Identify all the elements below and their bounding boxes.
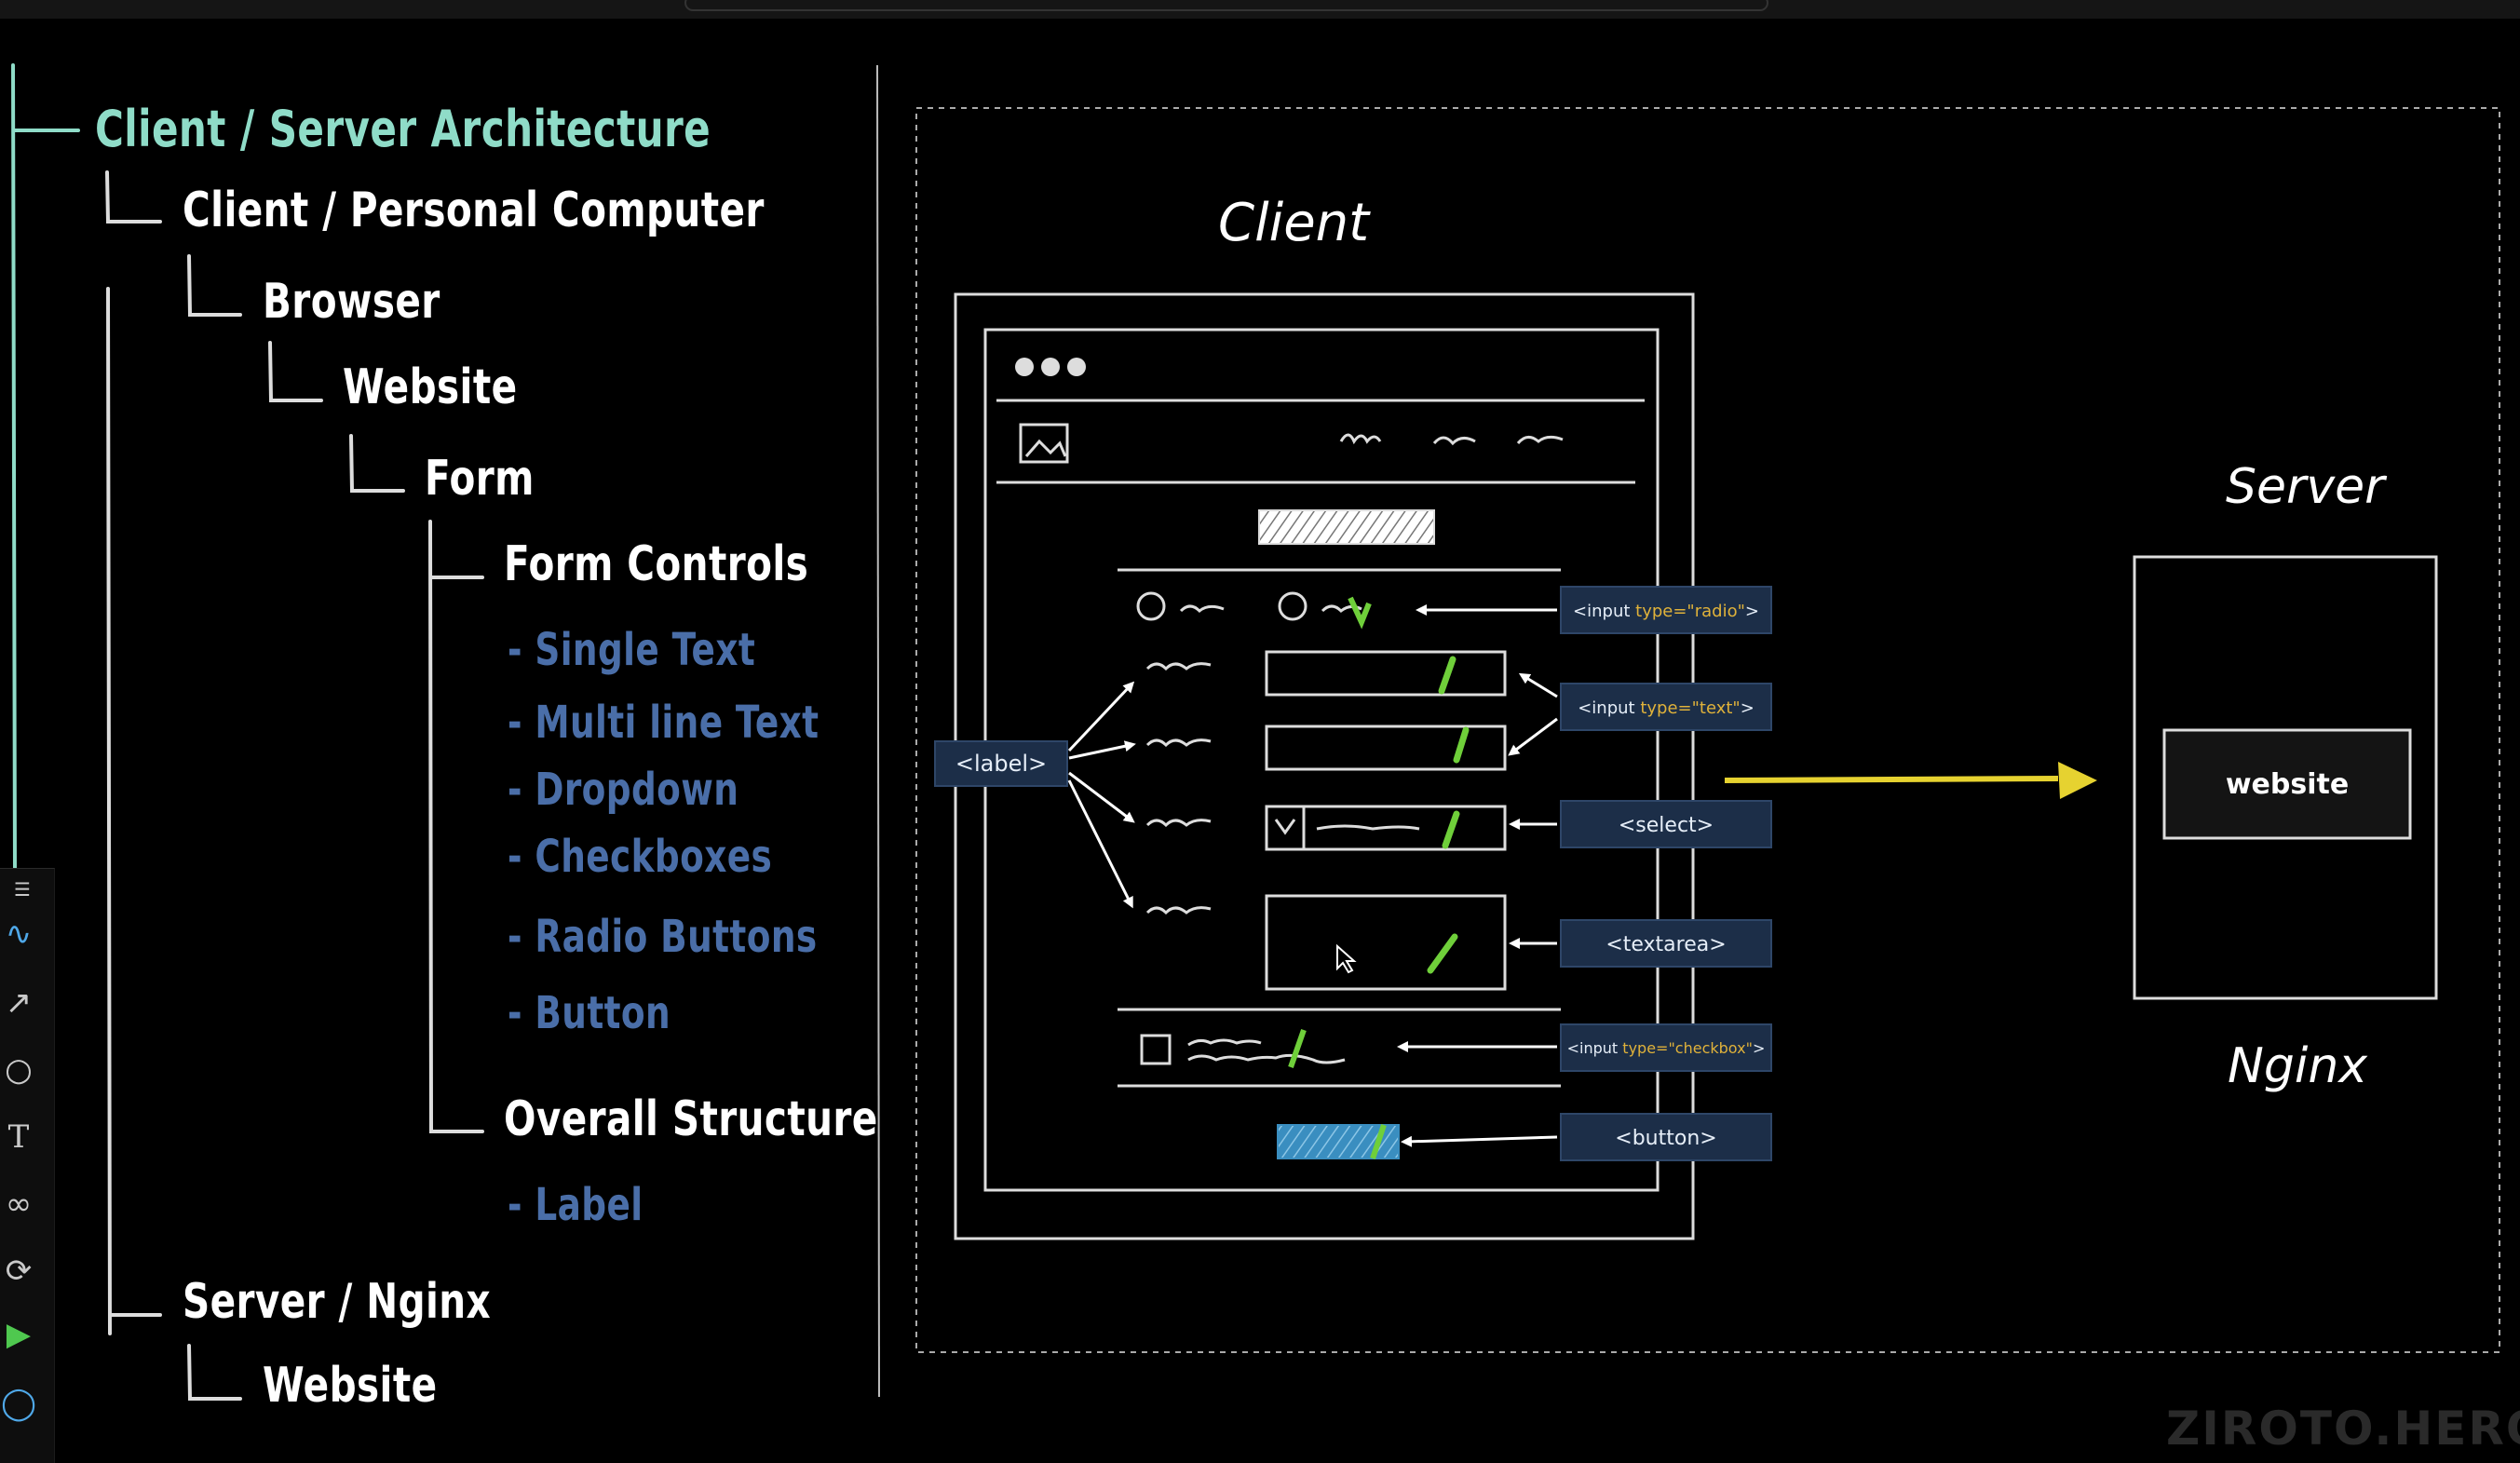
window-dots (1015, 358, 1086, 376)
text-input-1 (1265, 650, 1507, 697)
outline-multi-line-text: - Multi line Text (508, 697, 820, 749)
outline-overall-structure: Overall Structure (504, 1091, 878, 1147)
outline-radio-buttons: - Radio Buttons (508, 911, 818, 963)
tag-text: <input type="text"> (1578, 698, 1755, 718)
toolbar-menu-icon[interactable]: ☰ (14, 878, 31, 901)
nginx-caption: Nginx (2228, 1038, 2368, 1094)
server-website-label: website (2226, 768, 2349, 801)
client-server-diagram: Client (915, 107, 2500, 1353)
circle-icon[interactable]: ○ (5, 1051, 33, 1089)
server-website-box (2162, 728, 2412, 840)
address-pill (684, 0, 1768, 11)
outline-label: - Label (508, 1179, 644, 1231)
window-top-bar (0, 0, 2520, 19)
server-title: Server (2226, 459, 2388, 515)
pen-icon[interactable]: ∿ (5, 915, 33, 953)
mouse-cursor (1336, 943, 1357, 974)
outline-button: - Button (508, 987, 671, 1039)
text-input-2 (1265, 725, 1507, 771)
drawing-toolbar: ☰ ∿ ↗ ○ T ∞ ⟳ ▶ ◯ (0, 868, 55, 1463)
play-icon[interactable]: ▶ (6, 1316, 32, 1353)
outline-server-nginx: Server / Nginx (183, 1274, 492, 1330)
outline-website: Website (343, 359, 518, 415)
tag-radio: <input type="radio"> (1573, 602, 1759, 621)
diagram-dashed-frame (915, 107, 2500, 1353)
watermark: ZIROTO.HERO (2166, 1402, 2520, 1456)
server-box (2133, 555, 2438, 1000)
label-tag-text: <label> (955, 751, 1047, 777)
html-tag-boxes: <input type="radio"> <input type="text">… (1560, 586, 1772, 1161)
outline-root: Client / Server Architecture (95, 100, 711, 158)
outline-dropdown: - Dropdown (508, 764, 739, 816)
outline-client: Client / Personal Computer (183, 183, 765, 238)
image-icon (1019, 423, 1069, 464)
outline-form-controls: Form Controls (504, 536, 809, 592)
text-icon[interactable]: T (7, 1118, 30, 1156)
tag-select: <select> (1619, 814, 1714, 837)
arrow-icon[interactable]: ↗ (5, 984, 33, 1022)
tag-button: <button> (1615, 1127, 1716, 1150)
outline-form: Form (425, 451, 535, 507)
tag-textarea: <textarea> (1605, 933, 1726, 956)
nav-scribbles (1339, 433, 1564, 446)
heading-bar (1258, 509, 1435, 545)
outline-server-website: Website (263, 1358, 438, 1414)
label-tag-box (934, 740, 1068, 787)
outline-checkboxes: - Checkboxes (508, 831, 773, 883)
outline-single-text: - Single Text (508, 624, 756, 676)
radio-row (1136, 591, 1362, 621)
tag-checkbox: <input type="checkbox"> (1567, 1039, 1766, 1057)
outline-browser: Browser (263, 274, 440, 330)
link-icon[interactable]: ∞ (5, 1185, 33, 1223)
request-arrow (1724, 776, 2059, 783)
rotate-icon[interactable]: ⟳ (5, 1253, 33, 1290)
timer-icon[interactable]: ◯ (0, 1385, 37, 1422)
textarea-control (1265, 894, 1507, 991)
client-title: Client (1218, 193, 1371, 253)
outline-tree-lines (11, 63, 880, 1401)
checkbox-row (1140, 1034, 1346, 1065)
